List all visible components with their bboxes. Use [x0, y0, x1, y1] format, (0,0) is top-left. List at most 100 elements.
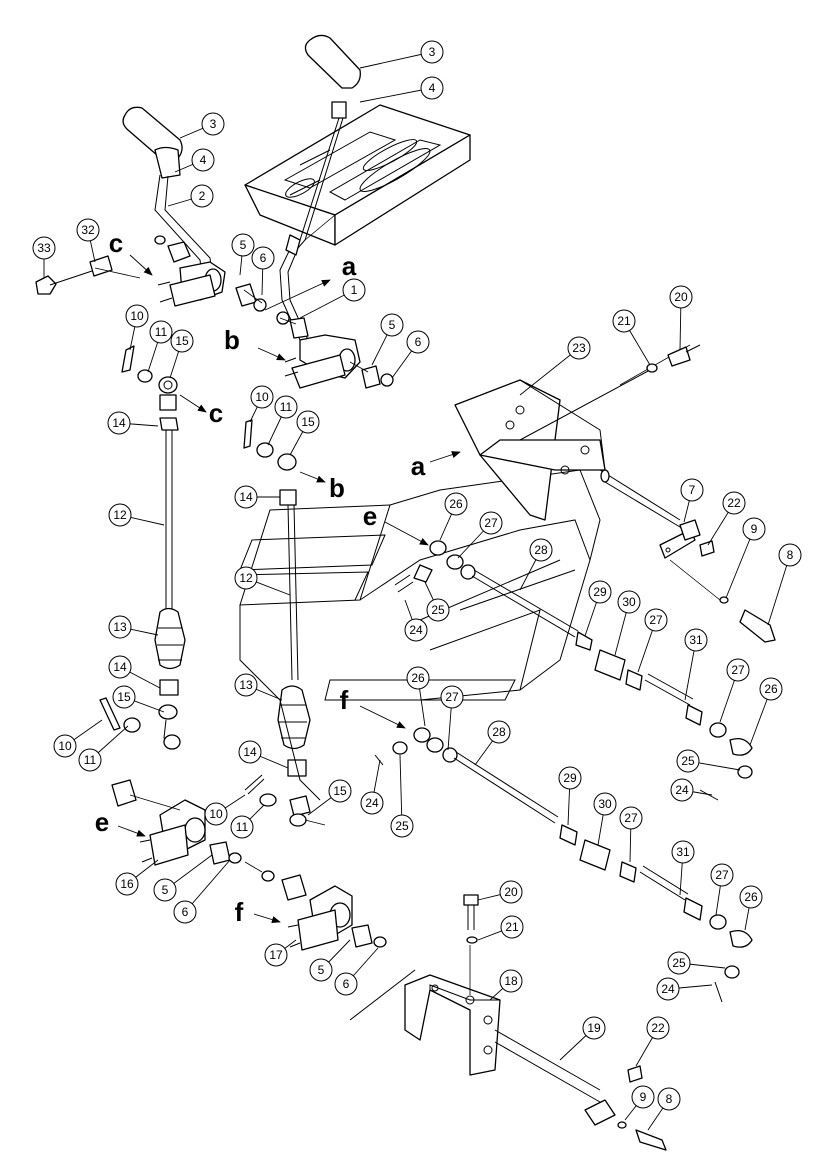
callout-circle [125, 304, 149, 328]
callout-25: 25 [426, 598, 450, 622]
callout-20: 20 [669, 285, 693, 309]
callout-number: 27 [445, 690, 459, 704]
callout-number: 27 [715, 868, 729, 882]
callout-26: 26 [739, 885, 763, 909]
callout-circle [500, 915, 524, 939]
callout-12: 12 [108, 503, 132, 527]
callout-circle [631, 1085, 655, 1109]
callout-27: 27 [619, 806, 643, 830]
reference-letter-e: e [95, 807, 109, 837]
reference-arrow-e [117, 825, 146, 837]
callout-circle [739, 885, 763, 909]
callout-number: 1 [351, 283, 358, 297]
callout-circle [440, 685, 464, 709]
callout-number: 24 [409, 623, 423, 637]
callout-leader [519, 347, 580, 396]
reference-arrow-f [253, 913, 281, 924]
callout-9: 9 [631, 1085, 655, 1109]
callout-number: 24 [661, 982, 675, 996]
callout-circle [390, 814, 414, 838]
callout-number: 26 [411, 671, 425, 685]
callout-number: 13 [239, 678, 253, 692]
callout-circle [582, 1016, 606, 1040]
callout-6: 6 [406, 330, 430, 354]
callout-circle [342, 278, 366, 302]
callout-number: 24 [675, 783, 689, 797]
callout-leader [359, 87, 433, 103]
callout-22: 22 [722, 491, 746, 515]
callout-circle [644, 608, 668, 632]
callout-circle [204, 802, 228, 826]
callout-number: 15 [175, 334, 189, 348]
callout-6: 6 [251, 246, 275, 270]
callout-number: 10 [58, 739, 72, 753]
callout-13: 13 [108, 615, 132, 639]
callout-27: 27 [644, 608, 668, 632]
lever-left [122, 106, 226, 307]
callout-27: 27 [479, 511, 503, 535]
callout-circle [612, 309, 636, 333]
callout-circle [32, 236, 56, 260]
callout-circle [567, 336, 591, 360]
reference-arrow-a [264, 279, 331, 311]
callout-number: 27 [624, 811, 638, 825]
callout-circle [426, 598, 450, 622]
callout-circle [170, 329, 194, 353]
callout-18: 18 [499, 969, 523, 993]
callout-number: 21 [617, 314, 631, 328]
callout-circle [420, 40, 444, 64]
callout-circle [115, 872, 139, 896]
control-rod-upper [394, 540, 753, 801]
callout-25: 25 [667, 951, 691, 975]
callout-circle [250, 385, 274, 409]
callout-number: 33 [37, 241, 51, 255]
callout-19: 19 [582, 1016, 606, 1040]
callout-circle [444, 492, 468, 516]
callout-number: 30 [598, 797, 612, 811]
callout-23: 23 [567, 336, 591, 360]
callout-circle [588, 580, 612, 604]
callout-number: 15 [117, 690, 131, 704]
callout-10: 10 [204, 802, 228, 826]
callout-number: 3 [210, 117, 217, 131]
callout-number: 26 [744, 890, 758, 904]
callout-number: 13 [113, 620, 127, 634]
callout-21: 21 [612, 309, 636, 333]
callout-number: 25 [681, 754, 695, 768]
rod-assembly-left [99, 345, 186, 750]
callout-31: 31 [671, 840, 695, 864]
callout-number: 7 [689, 483, 696, 497]
callout-32: 32 [76, 218, 100, 242]
callout-17: 17 [264, 943, 288, 967]
reference-letter-f: f [340, 685, 349, 715]
callout-circle [778, 543, 802, 567]
callout-leader [399, 754, 403, 827]
callout-21: 21 [500, 915, 524, 939]
callout-24: 24 [360, 791, 384, 815]
callout-circle [76, 218, 100, 242]
callout-number: 18 [504, 974, 518, 988]
callout-number: 8 [666, 1092, 673, 1106]
callout-number: 5 [389, 318, 396, 332]
callout-11: 11 [230, 815, 254, 839]
callout-circle [529, 538, 553, 562]
callout-circle [191, 148, 215, 172]
callout-circle [328, 779, 352, 803]
callout-number: 8 [787, 548, 794, 562]
callout-15: 15 [296, 410, 320, 434]
callout-number: 10 [209, 807, 223, 821]
callout-circle [669, 285, 693, 309]
callout-circle [231, 233, 255, 257]
callout-leader [767, 554, 791, 626]
callout-circle [380, 313, 404, 337]
callout-number: 25 [431, 603, 445, 617]
callout-circle [334, 972, 358, 996]
callout-number: 17 [269, 948, 283, 962]
callout-28: 28 [529, 538, 553, 562]
callout-circle [112, 685, 136, 709]
callout-22: 22 [646, 1016, 670, 1040]
callout-3: 3 [420, 40, 444, 64]
callout-number: 9 [751, 522, 758, 536]
callout-11: 11 [78, 748, 102, 772]
